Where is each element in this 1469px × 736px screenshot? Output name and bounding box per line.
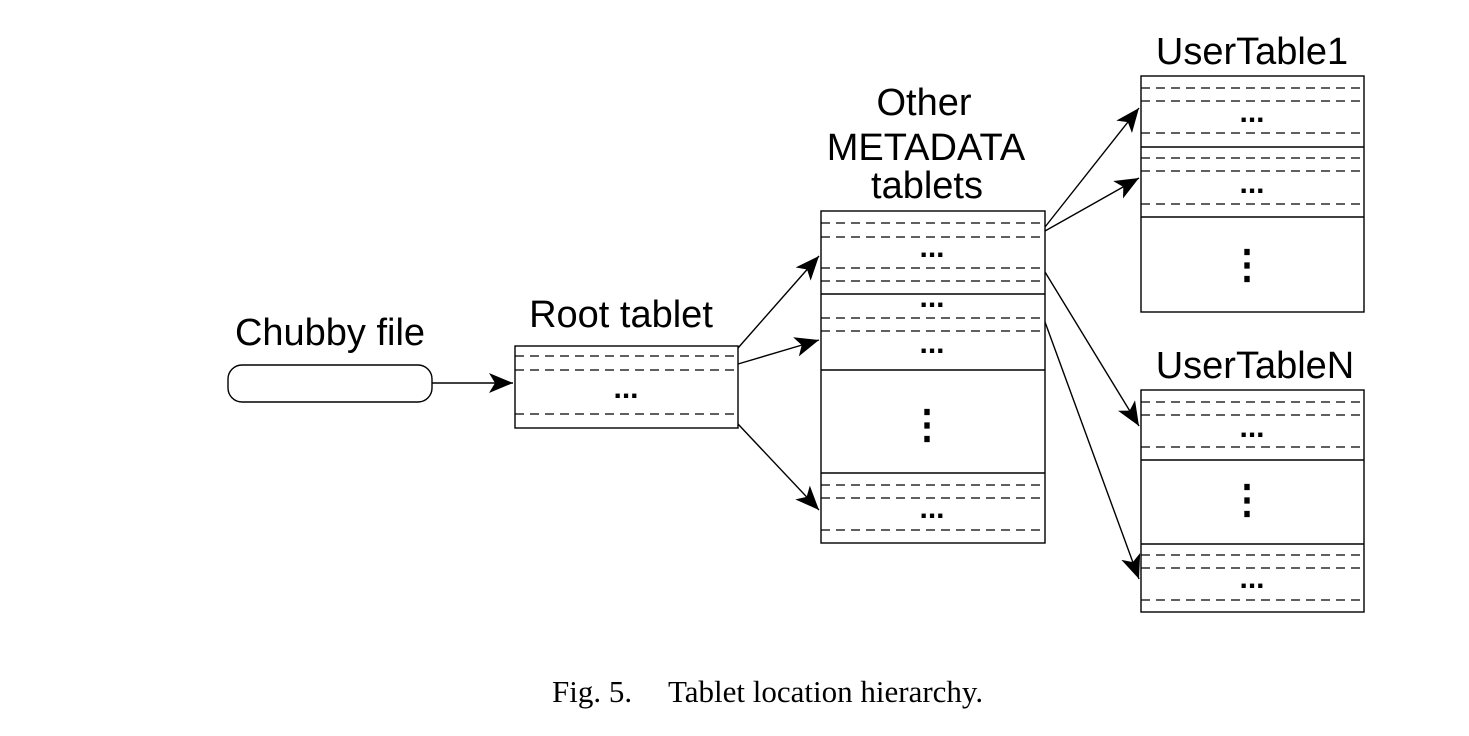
figure-caption: Fig. 5. Tablet location hierarchy. xyxy=(552,674,983,709)
root-tablet-label: Root tablet xyxy=(529,294,713,336)
arrow-root-to-metadata-2 xyxy=(737,337,820,365)
metadata-ellipsis-1: ... xyxy=(919,231,944,264)
metadata-label-line2: METADATA xyxy=(827,127,1026,169)
chubby-file-label: Chubby file xyxy=(235,312,425,354)
usertablen-ellipsis-2: ... xyxy=(1239,562,1264,595)
arrow-metadata-to-usertablen-2 xyxy=(1044,321,1141,580)
arrow-root-to-metadata-1 xyxy=(737,255,820,349)
usertablen-node: ... ⋮ ... xyxy=(1140,389,1365,613)
usertable1-label: UserTable1 xyxy=(1156,31,1348,73)
usertable1-node: ... ... ⋮ xyxy=(1140,75,1365,313)
figure-title: Tablet location hierarchy. xyxy=(668,674,983,709)
figure-number: Fig. 5. xyxy=(552,674,632,709)
usertable1-ellipsis-1: ... xyxy=(1239,96,1264,129)
metadata-ellipsis-3: ... xyxy=(919,327,944,360)
usertable1-ellipsis-2: ... xyxy=(1239,167,1264,200)
arrow-root-to-metadata-3 xyxy=(737,423,820,511)
usertablen-ellipsis-1: ... xyxy=(1239,411,1264,444)
arrow-metadata-to-usertable1-2 xyxy=(1044,177,1140,232)
metadata-ellipsis-4: ... xyxy=(919,492,944,525)
usertable1-vertical-ellipsis: ⋮ xyxy=(1227,243,1267,287)
arrow-metadata-to-usertablen-1 xyxy=(1044,271,1140,427)
usertablen-vertical-ellipsis: ⋮ xyxy=(1227,478,1267,522)
arrow-metadata-to-usertable1-1 xyxy=(1044,107,1140,228)
chubby-file-node xyxy=(227,364,433,403)
metadata-ellipsis-2: ... xyxy=(919,281,944,314)
metadata-tablets-node: ... ... ... ⋮ ... xyxy=(820,210,1046,544)
usertablen-label: UserTableN xyxy=(1156,345,1355,387)
metadata-vertical-ellipsis: ⋮ xyxy=(907,403,947,447)
metadata-label-line1: Other xyxy=(876,82,971,124)
root-ellipsis: ... xyxy=(613,372,638,405)
root-tablet-node: ... xyxy=(514,345,739,429)
metadata-label-line3: tablets xyxy=(871,165,983,207)
